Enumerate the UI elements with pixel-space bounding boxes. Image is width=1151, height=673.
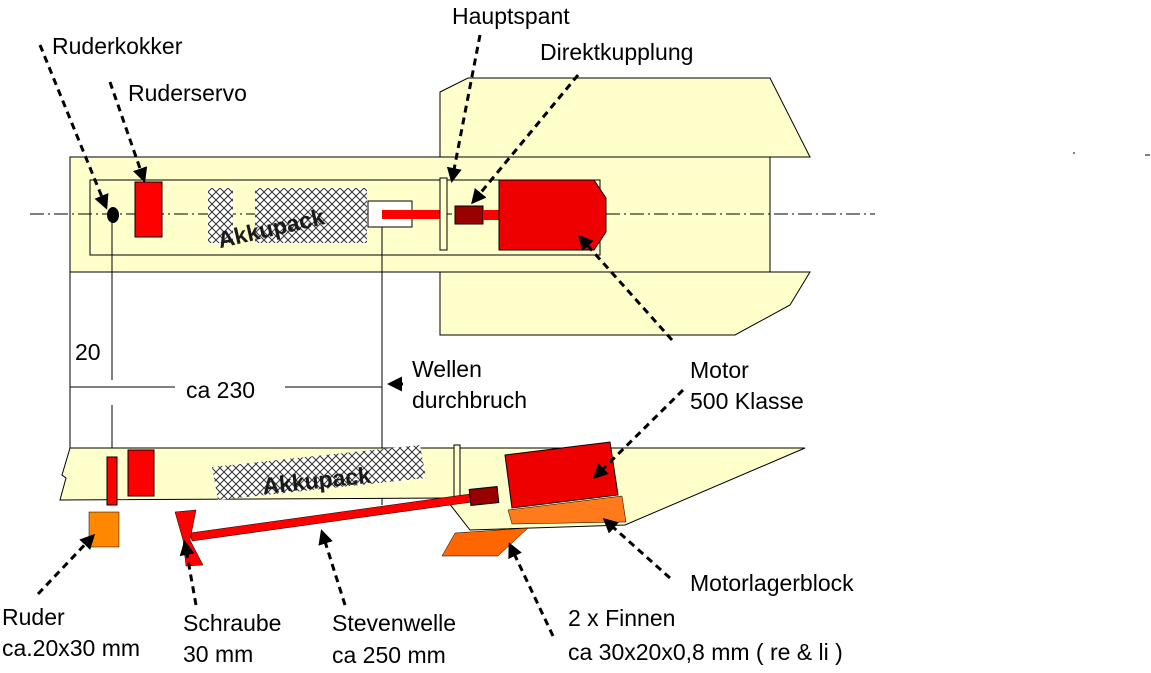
label-ruderservo: Ruderservo	[128, 80, 247, 106]
side-direktkupplung	[468, 486, 500, 506]
label-wellen-line1: Wellen	[412, 356, 482, 382]
label-motorlagerblock: Motorlagerblock	[690, 570, 854, 596]
dim-20-label: 20	[75, 339, 101, 365]
label-ruderkokker: Ruderkokker	[52, 33, 183, 59]
label-ruder-line2: ca.20x30 mm	[2, 635, 140, 661]
side-view: Akkupack	[59, 441, 806, 567]
label-finnen-line1: 2 x Finnen	[568, 605, 675, 631]
top-view: Akkupack	[30, 77, 875, 336]
top-motor	[498, 179, 607, 251]
side-hauptspant	[453, 444, 461, 501]
side-finnen	[441, 527, 529, 557]
label-ruder-line1: Ruder	[2, 604, 65, 630]
label-schraube-line1: Schraube	[183, 610, 281, 636]
side-akkupack	[212, 445, 426, 500]
label-direktkupplung: Direktkupplung	[540, 39, 693, 65]
top-akkupack-a	[208, 188, 233, 243]
label-motor-line2: 500 Klasse	[690, 388, 804, 414]
labels: Hauptspant Ruderkokker Direktkupplung Ru…	[2, 3, 854, 668]
label-stevenwelle-line1: Stevenwelle	[332, 610, 456, 636]
top-hauptspant	[439, 177, 448, 251]
side-motorlagerblock	[507, 495, 627, 525]
label-motor-line1: Motor	[690, 357, 749, 383]
side-ruderkokker	[106, 456, 118, 506]
side-ruder	[88, 511, 120, 548]
side-motor	[504, 441, 619, 509]
top-akkupack-b	[255, 188, 367, 243]
top-ruderservo	[134, 181, 163, 238]
label-wellen-line2: durchbruch	[412, 387, 527, 413]
label-stevenwelle-line2: ca 250 mm	[332, 642, 446, 668]
label-schraube-line2: 30 mm	[183, 641, 253, 667]
top-coupling-link	[483, 210, 499, 220]
top-direktkupplung	[454, 205, 484, 225]
leader-lines	[36, 34, 685, 637]
side-stevenwelle	[189, 493, 473, 542]
side-ruderservo	[127, 449, 155, 497]
top-ruderkokker	[107, 207, 119, 223]
dim-230-label: ca 230	[186, 377, 255, 403]
side-view-hull	[59, 447, 806, 531]
top-shaft	[382, 210, 442, 219]
label-finnen-line2: ca 30x20x0,8 mm ( re & li )	[568, 639, 843, 665]
side-schraube	[174, 509, 204, 567]
label-hauptspant: Hauptspant	[452, 3, 570, 29]
